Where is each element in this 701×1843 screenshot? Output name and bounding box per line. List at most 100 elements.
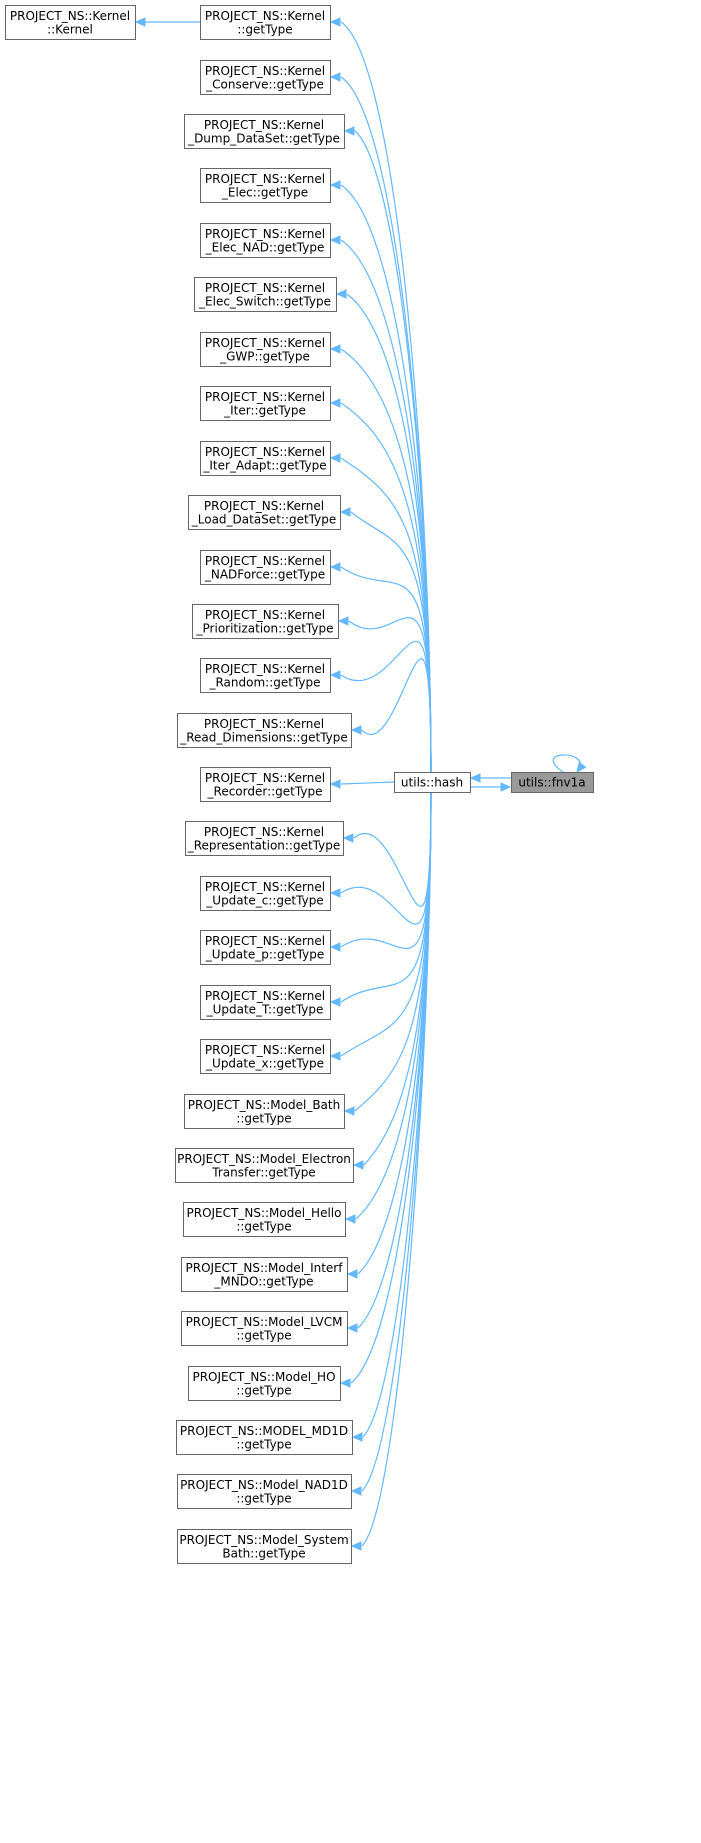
node-utils-fnv1a[interactable]: utils::fnv1a — [511, 772, 594, 793]
node-lvcm[interactable]: PROJECT_NS::Model_LVCM::getType — [181, 1311, 348, 1346]
arrowhead-conserve — [329, 72, 341, 82]
node-md1d[interactable]: PROJECT_NS::MODEL_MD1D::getType — [176, 1420, 353, 1455]
node-load-label-line-1: PROJECT_NS::Kernel — [204, 499, 324, 513]
node-load[interactable]: PROJECT_NS::Kernel_Load_DataSet::getType — [188, 495, 341, 530]
node-kernel_gettype[interactable]: PROJECT_NS::Kernel::getType — [200, 5, 331, 40]
node-recorder-box — [200, 767, 331, 802]
node-iter[interactable]: PROJECT_NS::Kernel_Iter::getType — [200, 386, 331, 421]
node-utils-hash-box — [394, 772, 471, 793]
node-upd_x[interactable]: PROJECT_NS::Kernel_Update_x::getType — [200, 1039, 331, 1074]
edges — [134, 17, 587, 1551]
arrowhead-load — [339, 507, 351, 517]
node-kernel_gettype-label-line-2: ::getType — [237, 22, 292, 36]
arrowhead-readdim — [350, 725, 362, 735]
node-prior[interactable]: PROJECT_NS::Kernel_Prioritization::getTy… — [192, 604, 339, 639]
node-sysbath-label-line-1: PROJECT_NS::Model_System — [179, 1533, 348, 1547]
node-elec_nad-label-line-1: PROJECT_NS::Kernel — [205, 227, 325, 241]
node-nad1d[interactable]: PROJECT_NS::Model_NAD1D::getType — [177, 1474, 352, 1509]
node-gwp-label-line-1: PROJECT_NS::Kernel — [205, 336, 325, 350]
node-readdim[interactable]: PROJECT_NS::Kernel_Read_Dimensions::getT… — [177, 713, 352, 748]
edge-hash-to-elec — [340, 184, 432, 773]
node-lvcm-label-line-1: PROJECT_NS::Model_LVCM — [186, 1315, 343, 1329]
arrowhead-sysbath — [350, 1541, 362, 1551]
node-interf[interactable]: PROJECT_NS::Model_Interf_MNDO::getType — [181, 1257, 348, 1292]
node-kernel_ctor-box — [5, 5, 136, 40]
node-upd_p-label-line-2: _Update_p::getType — [205, 947, 324, 961]
node-electron[interactable]: PROJECT_NS::Model_ElectronTransfer::getT… — [175, 1148, 354, 1183]
node-utils-fnv1a-label-line-1: utils::fnv1a — [518, 776, 585, 790]
node-elec_switch[interactable]: PROJECT_NS::Kernel_Elec_Switch::getType — [194, 277, 337, 312]
node-sysbath-label-line-2: Bath::getType — [222, 1546, 305, 1560]
node-elec_nad-label-line-2: _Elec_NAD::getType — [205, 240, 325, 254]
node-iter_adapt-label-line-1: PROJECT_NS::Kernel — [205, 445, 325, 459]
nodes: PROJECT_NS::Kernel::KernelPROJECT_NS::Ke… — [5, 5, 594, 1564]
node-upd_p-box — [200, 930, 331, 965]
node-md1d-label-line-2: ::getType — [236, 1437, 291, 1451]
node-gwp[interactable]: PROJECT_NS::Kernel_GWP::getType — [200, 332, 331, 367]
node-bath[interactable]: PROJECT_NS::Model_Bath::getType — [184, 1094, 345, 1129]
node-upd_T[interactable]: PROJECT_NS::Kernel_Update_T::getType — [200, 985, 331, 1020]
node-recorder[interactable]: PROJECT_NS::Kernel_Recorder::getType — [200, 767, 331, 802]
node-ho[interactable]: PROJECT_NS::Model_HO::getType — [188, 1366, 341, 1401]
node-interf-box — [181, 1257, 348, 1292]
node-conserve[interactable]: PROJECT_NS::Kernel_Conserve::getType — [200, 60, 331, 95]
node-load-label-line-2: _Load_DataSet::getType — [191, 512, 337, 526]
node-upd_T-label-line-2: _Update_T::getType — [206, 1002, 324, 1016]
arrowhead-elec — [329, 180, 341, 190]
edge-hash-to-repr — [353, 791, 432, 907]
node-readdim-label-line-1: PROJECT_NS::Kernel — [204, 717, 324, 731]
node-conserve-label-line-1: PROJECT_NS::Kernel — [205, 64, 325, 78]
node-repr-label-line-2: _Representation::getType — [187, 838, 341, 852]
arrowhead-upd_c — [329, 888, 341, 898]
node-upd_T-box — [200, 985, 331, 1020]
node-iter_adapt-label-line-2: _Iter_Adapt::getType — [202, 458, 326, 472]
node-elec_switch-label-line-1: PROJECT_NS::Kernel — [205, 281, 325, 295]
node-elec-label-line-1: PROJECT_NS::Kernel — [205, 172, 325, 186]
node-kernel_ctor[interactable]: PROJECT_NS::Kernel::Kernel — [5, 5, 136, 40]
node-md1d-box — [176, 1420, 353, 1455]
node-dump-label-line-2: _Dump_DataSet::getType — [187, 131, 340, 145]
node-kernel_ctor-label-line-1: PROJECT_NS::Kernel — [10, 9, 130, 23]
edge-hash-to-iter_adapt — [340, 457, 432, 773]
node-recorder-label-line-1: PROJECT_NS::Kernel — [205, 771, 325, 785]
arrowhead-prior — [337, 616, 349, 626]
node-nadforce[interactable]: PROJECT_NS::Kernel_NADForce::getType — [200, 550, 331, 585]
node-electron-box — [175, 1148, 354, 1183]
edge-hash-to-ho — [350, 791, 432, 1384]
node-dump[interactable]: PROJECT_NS::Kernel_Dump_DataSet::getType — [184, 114, 345, 149]
node-hello[interactable]: PROJECT_NS::Model_Hello::getType — [183, 1202, 346, 1237]
node-upd_T-label-line-1: PROJECT_NS::Kernel — [205, 989, 325, 1003]
edge-fnv1a-self-loop — [552, 754, 581, 773]
edge-hash-to-iter — [340, 402, 432, 773]
node-electron-label-line-1: PROJECT_NS::Model_Electron — [177, 1152, 351, 1166]
node-nad1d-box — [177, 1474, 352, 1509]
node-utils-hash[interactable]: utils::hash — [394, 772, 471, 793]
arrowhead-hash-top — [469, 773, 481, 783]
arrowhead-kernel_ctor — [134, 17, 146, 27]
node-hello-label-line-2: ::getType — [236, 1219, 291, 1233]
edge-hash-to-upd_T — [340, 791, 432, 1003]
node-bath-label-line-1: PROJECT_NS::Model_Bath — [188, 1098, 340, 1112]
arrowhead-random — [329, 670, 341, 680]
node-random[interactable]: PROJECT_NS::Kernel_Random::getType — [200, 658, 331, 693]
edge-hash-to-recorder — [340, 781, 395, 785]
node-kernel_gettype-box — [200, 5, 331, 40]
node-upd_c[interactable]: PROJECT_NS::Kernel_Update_c::getType — [200, 876, 331, 911]
edge-hash-to-elec_nad — [340, 239, 432, 773]
node-hello-box — [183, 1202, 346, 1237]
node-upd_p[interactable]: PROJECT_NS::Kernel_Update_p::getType — [200, 930, 331, 965]
node-iter_adapt[interactable]: PROJECT_NS::Kernel_Iter_Adapt::getType — [200, 441, 331, 476]
arrowhead-iter_adapt — [329, 453, 341, 463]
arrowhead-fnv1a — [500, 782, 512, 792]
arrowhead-hello — [344, 1214, 356, 1224]
node-repr[interactable]: PROJECT_NS::Kernel_Representation::getTy… — [185, 821, 344, 856]
node-elec_nad[interactable]: PROJECT_NS::Kernel_Elec_NAD::getType — [200, 223, 331, 258]
node-recorder-label-line-2: _Recorder::getType — [207, 784, 323, 798]
node-ho-label-line-1: PROJECT_NS::Model_HO — [192, 1370, 335, 1384]
node-iter-box — [200, 386, 331, 421]
node-gwp-box — [200, 332, 331, 367]
edge-hash-to-upd_p — [340, 791, 432, 949]
arrowhead-nadforce — [329, 562, 341, 572]
node-elec[interactable]: PROJECT_NS::Kernel_Elec::getType — [200, 168, 331, 203]
